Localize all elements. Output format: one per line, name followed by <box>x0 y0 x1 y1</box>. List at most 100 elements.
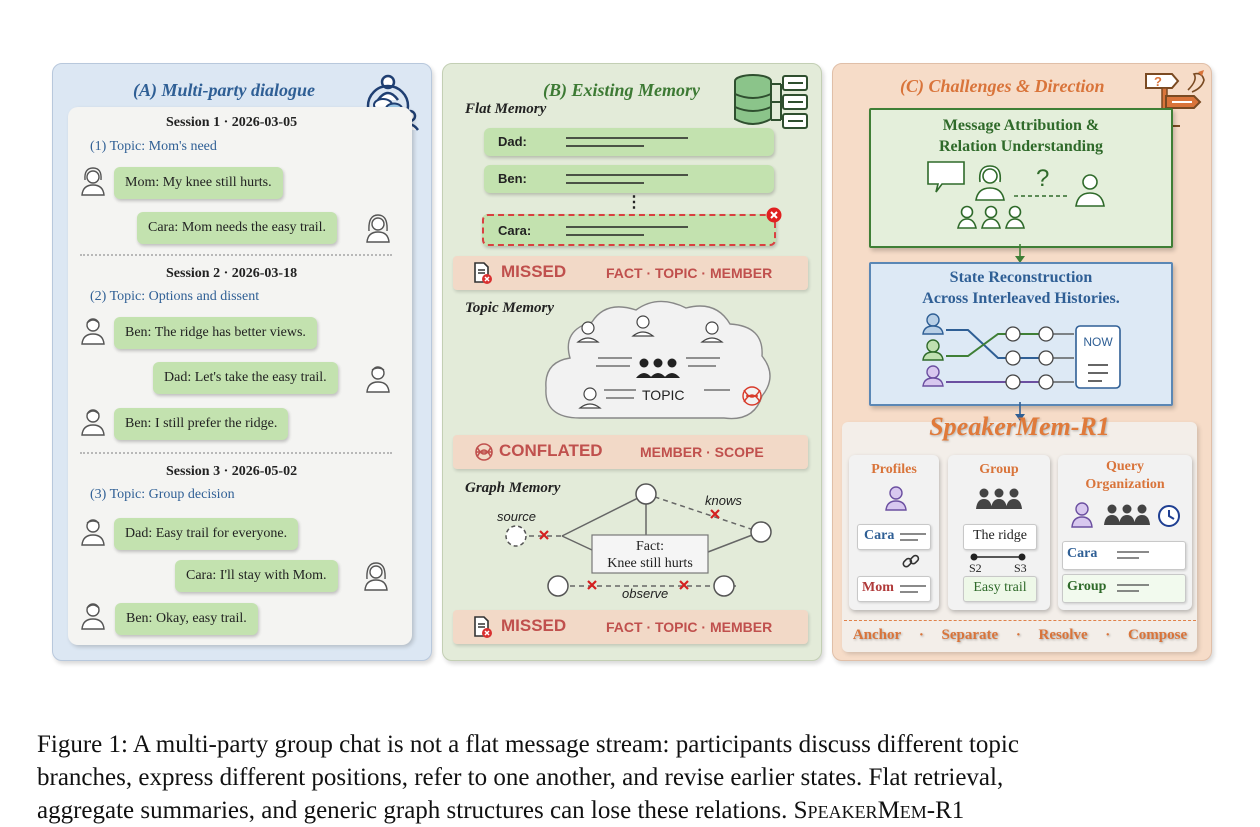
flat-memory-entry-missed: Cara: <box>482 214 776 246</box>
message-bubble: Dad: Easy trail for everyone. <box>114 518 299 550</box>
profile-name: Mom <box>862 580 894 595</box>
error-x-icon <box>766 207 782 223</box>
query-entry-cara: Cara <box>1062 541 1186 570</box>
caption-line-3: aggregate summaries, and generic graph s… <box>37 794 1227 827</box>
attribution-line1: Message Attribution & <box>942 117 1100 134</box>
method-steps: Anchor · Separate · Resolve · Compose <box>844 627 1196 644</box>
mom-avatar-icon <box>81 167 105 196</box>
text-lines <box>566 137 688 147</box>
profile-entry-cara: Cara <box>857 524 931 550</box>
method-name: SpeakerMem-R1 <box>929 412 1110 441</box>
attribution-illustration <box>927 161 1105 229</box>
missed-doc-icon <box>474 616 492 638</box>
step-separate: Separate <box>941 627 999 643</box>
panel-b-title: (B) Existing Memory <box>543 80 701 100</box>
step-anchor: Anchor <box>852 627 902 643</box>
ben-avatar-icon <box>81 603 105 630</box>
missed-label: MISSED <box>501 262 567 281</box>
panel-c-title: (C) Challenges & Direction <box>900 76 1105 96</box>
flat-memory-entry: Dad: <box>484 128 774 156</box>
cara-avatar-icon <box>364 562 388 591</box>
attribution-line2: Relation Understanding <box>938 138 1104 155</box>
session-s3-label: S3 <box>1014 561 1027 575</box>
query-icons <box>1071 502 1180 528</box>
graph-diagram <box>505 483 772 597</box>
message-bubble: Cara: Mom needs the easy trail. <box>137 212 338 244</box>
profile-person-icon <box>885 486 907 511</box>
steps-divider <box>844 620 1196 621</box>
session-s2-label: S2 <box>969 561 982 575</box>
conflated-label: CONFLATED <box>499 441 603 460</box>
tangle-icon <box>475 443 493 461</box>
caption-line-1: Figure 1: A multi-party group chat is no… <box>37 731 1019 758</box>
session-2-header: Session 2 · 2026-03-18 <box>166 266 298 281</box>
flat-memory-status: MISSED FACT · TOPIC · MEMBER <box>453 256 808 290</box>
message-bubble: Ben: The ridge has better views. <box>114 317 317 349</box>
flow-arrow <box>1015 402 1025 421</box>
group-people-icon <box>976 488 1022 509</box>
group-entry-easy-trail: Easy trail <box>963 576 1037 602</box>
text-lines <box>900 585 926 593</box>
profile-name: Cara <box>864 528 895 543</box>
edge-label-source: source <box>497 509 537 524</box>
caption-line-3-text: aggregate summaries, and generic graph s… <box>37 797 788 824</box>
missed-detail: FACT · TOPIC · MEMBER <box>606 265 773 281</box>
now-label: NOW <box>1083 335 1113 349</box>
graph-memory-heading: Graph Memory <box>465 480 561 496</box>
text-lines <box>1117 584 1149 592</box>
session-divider <box>80 254 392 256</box>
message-bubble: Mom: My knee still hurts. <box>114 167 283 199</box>
query-entry-label: Cara <box>1067 546 1098 561</box>
session-1-topic: (1) Topic: Mom's need <box>90 139 217 154</box>
session-1-header: Session 1 · 2026-03-05 <box>166 115 298 130</box>
flat-entry-label: Dad: <box>498 134 527 149</box>
topic-cloud-label: TOPIC <box>642 387 685 403</box>
session-range <box>970 553 1026 561</box>
topic-memory-heading: Topic Memory <box>465 300 555 316</box>
step-separator: · <box>1015 627 1021 643</box>
ben-avatar-icon <box>81 409 105 436</box>
step-separator: · <box>918 627 924 643</box>
profile-entry-mom: Mom <box>857 576 931 602</box>
text-lines <box>900 533 926 541</box>
fact-node-title: Fact: <box>636 539 664 554</box>
missed-doc-icon <box>474 262 492 284</box>
topic-memory-status: CONFLATED MEMBER · SCOPE <box>453 435 808 469</box>
query-title-line2: Organization <box>1085 477 1165 492</box>
group-entry-ridge: The ridge <box>963 524 1037 550</box>
dad-avatar-icon <box>366 366 390 393</box>
message-bubble: Ben: Okay, easy trail. <box>115 603 258 635</box>
flat-memory-entry: Ben: <box>484 165 774 193</box>
group-title: Group <box>979 462 1019 477</box>
message-bubble: Ben: I still prefer the ridge. <box>114 408 289 440</box>
message-bubble: Cara: I'll stay with Mom. <box>175 560 338 592</box>
query-entry-group: Group <box>1062 574 1186 603</box>
flat-ellipsis: ⋮ <box>626 194 642 211</box>
link-icon <box>902 554 920 568</box>
caption-method-name: SpeakerMem-R1 <box>793 797 965 824</box>
svg-text:?: ? <box>1154 74 1162 89</box>
edge-label-observe: observe <box>622 586 669 601</box>
missed-detail: FACT · TOPIC · MEMBER <box>606 619 773 635</box>
text-lines <box>1117 551 1149 559</box>
panel-a-title: (A) Multi-party dialogue <box>133 80 316 100</box>
cara-avatar-icon <box>366 214 390 243</box>
timeline-illustration <box>922 313 1121 390</box>
state-line1: State Reconstruction <box>949 269 1093 286</box>
fact-node-text: Knee still hurts <box>607 556 693 571</box>
step-separator: · <box>1105 627 1111 643</box>
missed-label: MISSED <box>501 616 567 635</box>
session-3-topic: (3) Topic: Group decision <box>90 487 235 502</box>
session-divider <box>80 452 392 454</box>
flat-entry-label: Cara: <box>498 223 532 238</box>
state-line2: Across Interleaved Histories. <box>922 290 1120 307</box>
dad-avatar-icon <box>81 519 105 546</box>
text-lines <box>566 174 688 184</box>
figure-caption: Figure 1: A multi-party group chat is no… <box>37 728 1227 827</box>
query-entry-label: Group <box>1067 579 1107 594</box>
session-3-header: Session 3 · 2026-05-02 <box>166 464 298 479</box>
question-mark: ? <box>1036 165 1050 192</box>
query-title-line1: Query <box>1105 459 1145 474</box>
session-2-topic: (2) Topic: Options and dissent <box>90 289 260 304</box>
topic-cloud <box>545 300 771 420</box>
